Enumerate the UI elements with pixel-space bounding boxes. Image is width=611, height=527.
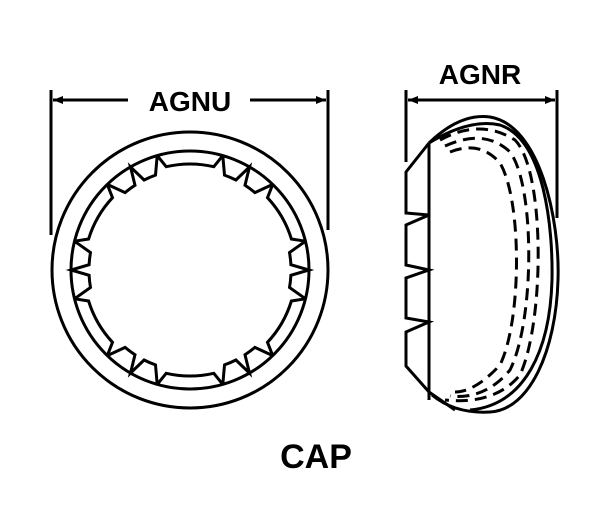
front-view bbox=[49, 90, 330, 410]
outer-rim bbox=[50, 130, 330, 410]
tooth-profile bbox=[404, 142, 456, 412]
locking-teeth bbox=[65, 154, 315, 386]
dome-outline bbox=[427, 115, 560, 414]
part-title: CAP bbox=[280, 438, 352, 476]
dimension-label-agnu: AGNU bbox=[149, 86, 231, 117]
side-view bbox=[404, 90, 560, 414]
dimension-label-agnr: AGNR bbox=[439, 59, 521, 90]
hidden-lines bbox=[439, 127, 540, 403]
